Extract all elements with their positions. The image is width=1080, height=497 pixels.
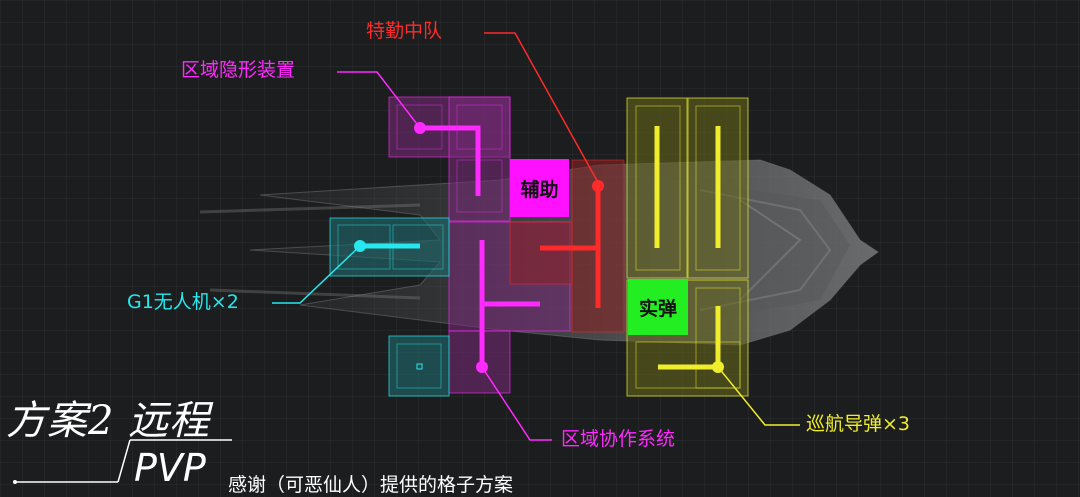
drone-label: G1无人机×2	[127, 291, 239, 313]
special-squad-label: 特勤中队	[366, 20, 443, 42]
credit-text: 感谢（可恶仙人）提供的格子方案	[228, 474, 514, 496]
cruise-missile-module	[626, 97, 749, 397]
special-squad-module	[509, 159, 625, 333]
page-title: 方案2 远程	[6, 398, 211, 444]
support-block: 辅助	[510, 159, 569, 217]
title-decoration	[13, 439, 232, 484]
stealth-device-module	[388, 96, 511, 222]
stealth-device-label: 区域隐形装置	[181, 59, 296, 81]
drone-module	[329, 217, 450, 397]
coop-system-label: 区域协作系统	[561, 428, 676, 450]
cruise-missile-label: 巡航导弹×3	[806, 413, 911, 435]
leader-lines	[272, 32, 800, 441]
mode-subtitle: PVP	[134, 446, 206, 490]
live-ammo-block: 实弹	[628, 279, 688, 335]
